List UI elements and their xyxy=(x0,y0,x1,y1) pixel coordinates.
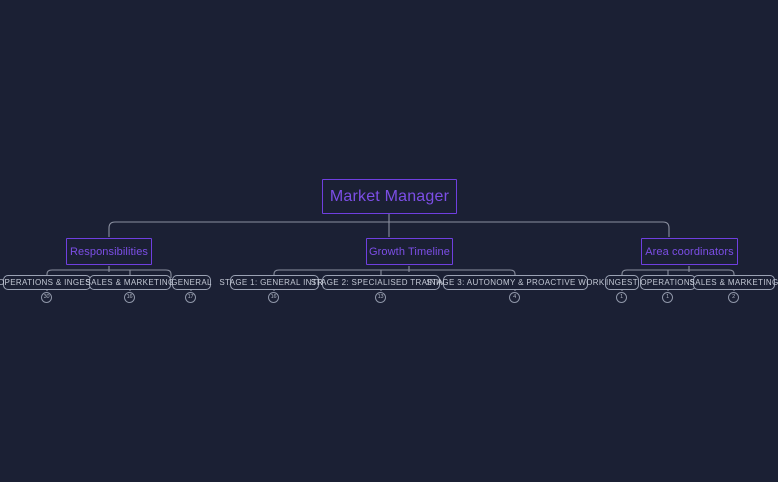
node-ingest[interactable]: INGEST xyxy=(605,275,639,290)
node-label: Area coordinators xyxy=(645,245,734,258)
node-general[interactable]: GENERAL xyxy=(171,275,212,290)
node-responsibilities[interactable]: Responsibilities xyxy=(66,238,152,265)
node-label: STAGE 3: AUTONOMY & PROACTIVE WORK xyxy=(426,278,605,287)
node-label: Responsibilities xyxy=(69,245,149,258)
count-badge: 30 xyxy=(41,292,52,303)
node-growth-timeline[interactable]: Growth Timeline xyxy=(366,238,453,265)
count-badge: 1 xyxy=(616,292,627,303)
node-label: INGEST xyxy=(606,278,638,287)
node-stage-1-general-intro[interactable]: STAGE 1: GENERAL INTRO xyxy=(219,275,329,290)
node-sales-and-marketing-coordinator[interactable]: SALES & MARKETING xyxy=(689,275,778,290)
count-badge: 17 xyxy=(185,292,196,303)
node-label: GENERAL xyxy=(171,278,212,287)
count-badge: 4 xyxy=(509,292,520,303)
node-label: STAGE 1: GENERAL INTRO xyxy=(219,278,330,287)
count-badge: 1 xyxy=(662,292,673,303)
count-badge: 16 xyxy=(124,292,135,303)
node-stage-2-specialised-training[interactable]: STAGE 2: SPECIALISED TRAINING xyxy=(311,275,451,290)
node-stage-3-autonomy-and-proactive-work[interactable]: STAGE 3: AUTONOMY & PROACTIVE WORK xyxy=(426,275,604,290)
node-label: OPERATIONS xyxy=(640,278,696,287)
node-label: Market Manager xyxy=(329,187,450,205)
node-label: Growth Timeline xyxy=(369,245,450,258)
count-badge: 16 xyxy=(268,292,279,303)
node-label: OPERATIONS & INGEST xyxy=(0,278,97,287)
node-label: SALES & MARKETING xyxy=(85,278,175,287)
node-label: SALES & MARKETING xyxy=(689,278,778,287)
node-sales-and-marketing-responsibility[interactable]: SALES & MARKETING xyxy=(85,275,174,290)
node-label: STAGE 2: SPECIALISED TRAINING xyxy=(310,278,452,287)
node-area-coordinators[interactable]: Area coordinators xyxy=(641,238,738,265)
count-badge: 13 xyxy=(375,292,386,303)
count-badge: 2 xyxy=(728,292,739,303)
node-operations-and-ingest[interactable]: OPERATIONS & INGEST xyxy=(0,275,96,290)
node-operations[interactable]: OPERATIONS xyxy=(640,275,696,290)
node-market-manager[interactable]: Market Manager xyxy=(322,179,457,214)
